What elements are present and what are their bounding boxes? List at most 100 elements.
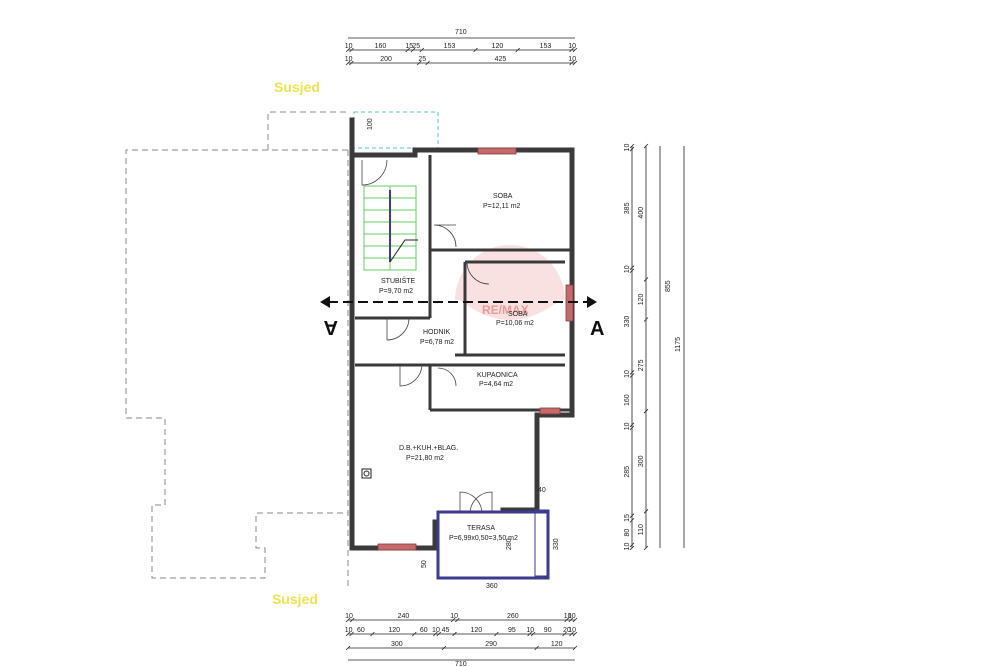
dim-tick — [345, 631, 351, 637]
dim-tick — [345, 60, 351, 66]
room-area: P=21,80 m2 — [406, 455, 444, 462]
dim-tick — [569, 631, 574, 637]
right-dimension-chains: 855 1175 1038510330101601028515801040012… — [624, 143, 685, 551]
dim-label: 50 — [421, 560, 428, 568]
dim-label: 240 — [398, 613, 410, 620]
dim-label: 25 — [412, 43, 420, 50]
section-line: A A — [320, 296, 604, 340]
dim-tick — [629, 265, 635, 270]
dim-label: 710 — [455, 661, 467, 667]
dim-label: 95 — [508, 627, 516, 634]
dim-label: 855 — [665, 280, 672, 292]
dim-label: 40 — [538, 487, 546, 494]
dim-label: 10 — [345, 56, 353, 63]
dim-tick — [643, 317, 649, 322]
dim-label: 330 — [553, 538, 560, 550]
dim-label: 10 — [450, 613, 458, 620]
neighbor-label-bottom: Susjed — [272, 591, 318, 607]
dim-label: 15 — [624, 514, 631, 522]
dim-label: 400 — [638, 207, 645, 219]
dim-tick — [629, 146, 635, 152]
room-area: P=12,11 m2 — [483, 203, 521, 210]
dim-label: 280 — [506, 538, 513, 550]
doors — [361, 159, 493, 513]
dim-tick — [629, 542, 635, 548]
dim-label: 10 — [345, 43, 353, 50]
room-area: P=6,99x0,50=3,50 m2 — [449, 535, 518, 542]
dim-tick — [425, 60, 430, 66]
dim-tick — [629, 370, 635, 375]
dim-tick — [569, 60, 574, 66]
dim-tick — [564, 617, 569, 623]
dim-tick — [515, 47, 521, 53]
dim-tick — [568, 617, 574, 623]
dim-tick — [441, 645, 447, 651]
dim-tick — [349, 617, 355, 623]
room-name: KUPAONICA — [477, 372, 518, 379]
dim-label: 20 — [563, 627, 571, 634]
neighbor-label-top: Susjed — [274, 79, 320, 95]
dim-tick — [629, 517, 635, 523]
dim-label: 425 — [495, 56, 507, 63]
room-name: D.B.+KUH.+BLAG. — [399, 445, 458, 452]
dim-label: 10 — [624, 265, 631, 273]
dim-tick — [572, 47, 578, 53]
dim-label: 200 — [380, 56, 392, 63]
room-name: STUBIŠTE — [381, 276, 416, 285]
dim-label: 385 — [624, 202, 631, 214]
dim-tick — [494, 631, 499, 637]
dim-tick — [410, 47, 416, 53]
dim-label: 160 — [375, 43, 387, 50]
dim-label: 300 — [391, 641, 403, 648]
dim-label: 15 — [405, 43, 413, 50]
dim-label: 120 — [551, 641, 563, 648]
dim-tick — [349, 631, 354, 637]
dim-label: 10 — [345, 627, 353, 634]
dim-tick — [530, 631, 536, 637]
dim-label: 360 — [486, 583, 498, 590]
dim-label: 25 — [418, 56, 426, 63]
terrace-outline — [436, 510, 550, 580]
dim-tick — [349, 47, 354, 53]
watermark: RE/MAX — [455, 245, 565, 320]
dim-label: 110 — [638, 524, 645, 535]
dim-tick — [629, 545, 635, 551]
dim-tick — [452, 631, 457, 637]
dim-label: 153 — [444, 43, 456, 50]
dim-tick — [629, 373, 635, 378]
dim-tick — [572, 617, 578, 623]
dim-label: 10 — [568, 613, 576, 620]
dim-label: 120 — [470, 627, 482, 634]
dim-tick — [629, 143, 635, 149]
dim-label: 10 — [526, 627, 534, 634]
dim-tick — [527, 631, 532, 637]
dim-label: 45 — [442, 627, 450, 634]
dim-label: 10 — [564, 613, 572, 620]
dim-label: 260 — [507, 613, 519, 620]
dim-label: 153 — [540, 43, 552, 50]
entrance-outline — [353, 111, 439, 149]
dim-tick — [643, 277, 649, 282]
dim-tick — [643, 408, 649, 414]
dim-tick — [416, 60, 422, 66]
chimney-symbol — [361, 468, 372, 479]
dim-label: 90 — [544, 627, 552, 634]
dim-label: 285 — [624, 466, 631, 478]
dim-tick — [349, 60, 354, 66]
dim-tick — [473, 47, 478, 53]
room-name: TERASA — [467, 525, 495, 532]
room-area: P=9,70 m2 — [379, 288, 413, 295]
dim-tick — [569, 47, 574, 53]
dim-tick — [629, 422, 635, 428]
room-area: P=10,06 m2 — [496, 320, 534, 327]
dim-tick — [534, 645, 539, 651]
dim-label: 10 — [568, 627, 576, 634]
room-area: P=6,78 m2 — [420, 339, 454, 346]
room-labels: SOBA P=12,11 m2 STUBIŠTE P=9,70 m2 SOBA … — [379, 193, 534, 542]
exterior-walls — [349, 117, 575, 551]
dim-label: 10 — [432, 627, 440, 634]
room-area: P=4,64 m2 — [479, 381, 513, 388]
